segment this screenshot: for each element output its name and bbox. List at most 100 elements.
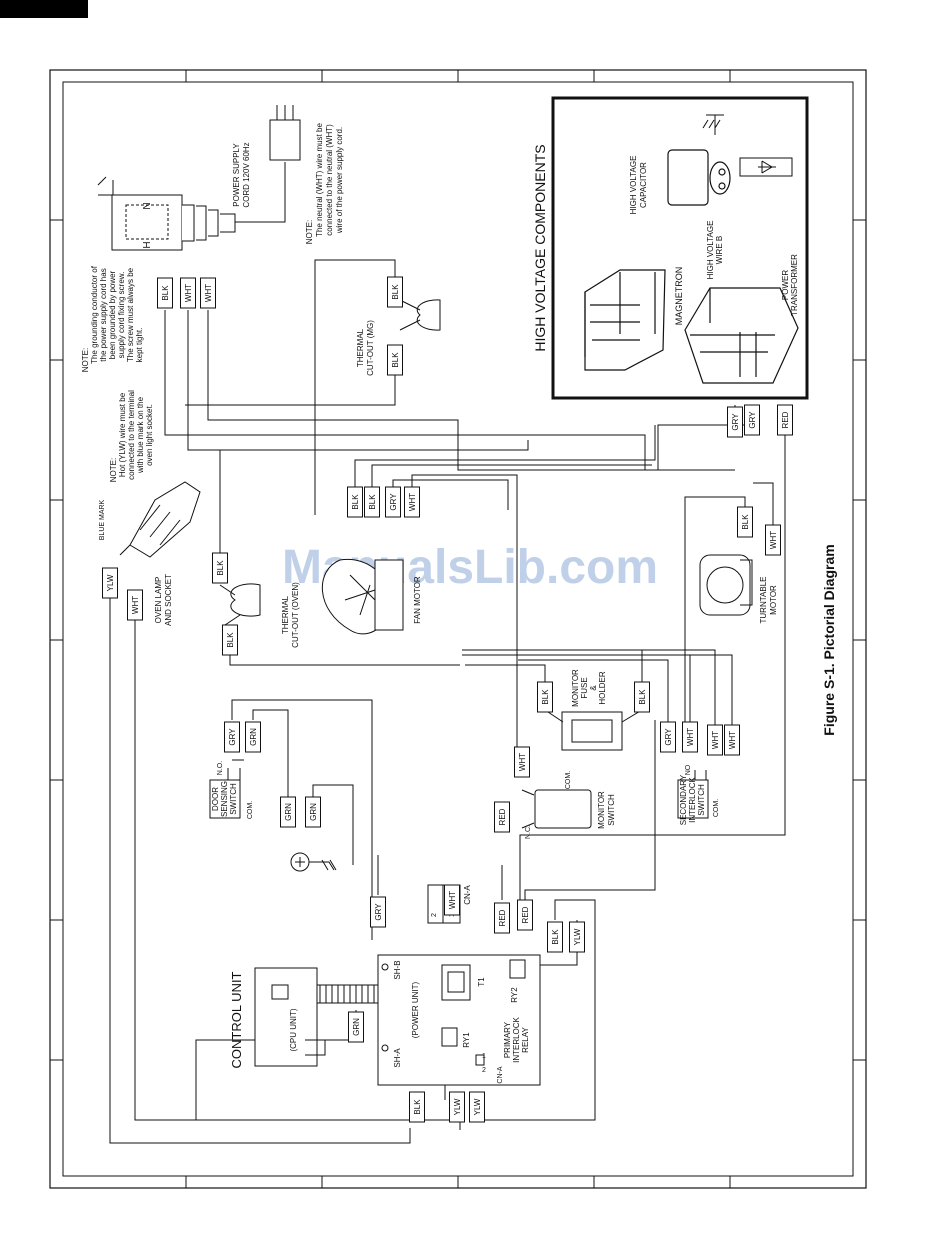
hv-diode bbox=[739, 157, 793, 177]
svg-text:connected to the neutral (WHT): connected to the neutral (WHT) bbox=[325, 124, 334, 236]
wire-tag-box-wht bbox=[765, 524, 781, 556]
wire-tag-blk: BLK bbox=[391, 352, 400, 368]
thermal-cutout-mg bbox=[399, 299, 441, 331]
chassis-ground bbox=[290, 852, 337, 872]
monitor-switch bbox=[521, 789, 592, 829]
thermal-mg-label-2: CUT-OUT (MG) bbox=[366, 320, 375, 376]
wire-tag-wht: WHT bbox=[408, 493, 417, 511]
wire-tag-box-grn bbox=[280, 796, 296, 828]
wire-tag-box-gry bbox=[224, 721, 240, 753]
wire-tag-ylw: YLW bbox=[573, 928, 582, 945]
wire-tag-grn: GRN bbox=[352, 1018, 361, 1036]
sh-b-label: SH-B bbox=[393, 960, 402, 979]
wire-tag-blk: BLK bbox=[351, 494, 360, 510]
wire-tag-grn: GRN bbox=[309, 803, 318, 821]
high-voltage-title: HIGH VOLTAGE COMPONENTS bbox=[532, 144, 548, 351]
monitor-fuse-holder bbox=[544, 709, 643, 751]
ground-symbol-hv bbox=[702, 114, 724, 135]
magnetron-body bbox=[584, 269, 666, 371]
monitor-switch-label-1: MONITOR bbox=[597, 791, 606, 829]
svg-text:NOTE:: NOTE: bbox=[81, 348, 90, 372]
svg-text:the power supply cord has: the power supply cord has bbox=[99, 268, 108, 361]
oven-lamp-label-2: AND SOCKET bbox=[164, 574, 173, 626]
wire-tag-box-blk bbox=[387, 344, 403, 376]
wire-tag-wht: WHT bbox=[686, 728, 695, 746]
wire-tag-box-blk bbox=[222, 624, 238, 656]
wire-tag-blk: BLK bbox=[551, 929, 560, 945]
wire-tag-box-red bbox=[517, 899, 533, 931]
transformer-body bbox=[684, 287, 799, 384]
ry1-label: RY1 bbox=[462, 1032, 471, 1048]
wire-tag-gry: GRY bbox=[748, 411, 757, 429]
wire-tag-wht: WHT bbox=[184, 284, 193, 302]
secondary-switch-label-2: INTERLOCK bbox=[688, 776, 697, 822]
wire-tag-box-wht bbox=[682, 721, 698, 753]
wire-tag-box-ylw bbox=[449, 1091, 465, 1123]
monitor-switch-label-2: SWITCH bbox=[607, 794, 616, 826]
svg-text:NOTE:: NOTE: bbox=[109, 458, 118, 482]
wire-tag-box-wht bbox=[200, 277, 216, 309]
door-switch-label-2: SENSING bbox=[220, 781, 229, 817]
svg-text:connected to the terminal: connected to the terminal bbox=[127, 390, 136, 480]
wire-tag-box-blk bbox=[387, 276, 403, 308]
wire-tag-box-ylw bbox=[569, 921, 585, 953]
wire-tag-wht: WHT bbox=[448, 891, 457, 909]
sh-a-label: SH-A bbox=[393, 1048, 402, 1068]
control-unit-board bbox=[254, 954, 541, 1086]
figure-title: Figure S-1. Pictorial Diagram bbox=[821, 544, 837, 735]
wire-tag-ylw: YLW bbox=[473, 1098, 482, 1115]
high-voltage-section: HIGH VOLTAGE COMPONENTS MAGNETRON HIGH V… bbox=[532, 96, 809, 400]
wire-tag-box-gry bbox=[370, 896, 386, 928]
cn-a-board-label: CN-A bbox=[497, 1066, 504, 1083]
capacitor-label-2: CAPACITOR bbox=[639, 162, 648, 208]
capacitor-label-1: HIGH VOLTAGE bbox=[629, 156, 638, 215]
power-cord-label-2: CORD 120V 60Hz bbox=[242, 142, 251, 207]
thermal-oven-label-1: THERMAL bbox=[281, 595, 290, 634]
wire-tag-grn: GRN bbox=[284, 803, 293, 821]
wire-tag-box-gry bbox=[385, 486, 401, 518]
cn-a-connector-label: CN-A bbox=[463, 885, 472, 905]
primary-relay-label-3: RELAY bbox=[521, 1027, 530, 1053]
wire-tag-red: RED bbox=[781, 411, 790, 428]
wire-tag-red: RED bbox=[521, 906, 530, 923]
wire-tag-box-blk bbox=[212, 552, 228, 584]
wire-tag-blk: BLK bbox=[226, 632, 235, 648]
turntable-motor bbox=[699, 554, 753, 616]
wire-tag-red: RED bbox=[498, 909, 507, 926]
svg-text:been grounded by power: been grounded by power bbox=[108, 270, 117, 359]
svg-text:The neutral (WHT) wire must be: The neutral (WHT) wire must be bbox=[315, 123, 324, 237]
wire-tag-box-wht bbox=[444, 884, 460, 916]
plug-h-label: H bbox=[142, 241, 153, 248]
high-voltage-frame bbox=[551, 96, 809, 400]
secondary-switch-label-3: SWITCH bbox=[697, 784, 706, 816]
turntable-label-2: MOTOR bbox=[769, 585, 778, 615]
wire-tag-box-wht bbox=[707, 724, 723, 756]
door-switch-label-3: SWITCH bbox=[229, 783, 238, 815]
wire-tag-box-ylw bbox=[102, 567, 118, 599]
secondary-switch-com: COM. bbox=[713, 799, 720, 817]
wire-tag-gry: GRY bbox=[664, 728, 673, 746]
power-cord-label-1: POWER SUPPLY bbox=[232, 143, 241, 207]
secondary-switch-no: NO bbox=[685, 764, 692, 775]
wire-tag-box-red bbox=[777, 404, 793, 436]
transformer-label-1: POWER bbox=[781, 270, 790, 300]
primary-relay-label-1: PRIMARY bbox=[503, 1021, 512, 1058]
wire-tag-gry: GRY bbox=[731, 413, 740, 431]
wire-tag-blk: BLK bbox=[216, 560, 225, 576]
wire-tag-box-red bbox=[494, 902, 510, 934]
wire-tag-blk: BLK bbox=[413, 1099, 422, 1115]
t1-label: T1 bbox=[477, 977, 486, 987]
wire-tag-wht: WHT bbox=[769, 531, 778, 549]
wire-tag-red: RED bbox=[498, 808, 507, 825]
sheet-frame bbox=[49, 69, 867, 1189]
wire-tag-box-blk bbox=[634, 681, 650, 713]
turntable-label-1: TURNTABLE bbox=[759, 577, 768, 624]
svg-text:oven light socket.: oven light socket. bbox=[145, 404, 154, 466]
oven-lamp-label-1: OVEN LAMP bbox=[154, 577, 163, 624]
cn-a-pin-2: 2 bbox=[482, 1067, 486, 1074]
transformer-label-2: TRANSFORMER bbox=[790, 254, 799, 316]
magnetron-label: MAGNETRON bbox=[674, 267, 684, 326]
cpu-unit-label: (CPU UNIT) bbox=[289, 1008, 298, 1051]
monitor-fuse-label-2: FUSE bbox=[580, 677, 589, 698]
page-corner-tab bbox=[0, 0, 88, 18]
